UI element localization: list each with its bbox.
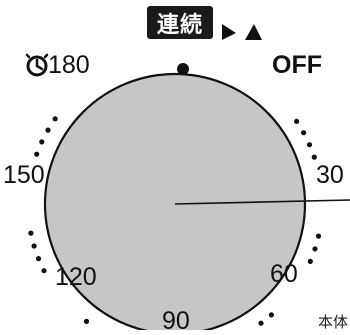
- scale-dot: [311, 154, 317, 160]
- scale-dot: [83, 318, 90, 324]
- scale-label-120: 120: [55, 263, 97, 291]
- footer-partial-text: 本体: [318, 313, 349, 331]
- scale-dot: [41, 268, 47, 274]
- scale-dot: [31, 243, 37, 249]
- knob-marker-dot: [177, 63, 189, 75]
- scale-dot: [294, 118, 300, 124]
- scale-label-150: 150: [3, 161, 45, 189]
- timer-knob[interactable]: [43, 72, 307, 330]
- scale-dot: [315, 233, 322, 239]
- scale-label-180: 180: [48, 51, 90, 79]
- double-triangle-arrows-icon: [222, 24, 262, 40]
- scale-dot: [45, 127, 51, 133]
- knob-pointer-line: [174, 199, 350, 205]
- scale-dot: [52, 116, 58, 122]
- off-label: OFF: [272, 51, 322, 79]
- scale-dot: [268, 312, 274, 318]
- scale-dots: [28, 116, 322, 326]
- scale-dot: [34, 151, 40, 157]
- scale-dot: [35, 256, 42, 262]
- scale-label-30: 30: [316, 161, 344, 189]
- scale-label-60: 60: [270, 260, 298, 288]
- clock-icon: [25, 53, 49, 77]
- scale-label-90: 90: [162, 307, 190, 335]
- scale-dot: [312, 246, 318, 252]
- scale-dot: [39, 139, 45, 145]
- scale-dot: [258, 320, 264, 326]
- continuous-mode-badge[interactable]: 連続: [147, 6, 213, 39]
- scale-dot: [28, 230, 34, 236]
- scale-dot: [301, 130, 307, 136]
- scale-dot: [307, 258, 313, 264]
- scale-dot: [306, 142, 313, 148]
